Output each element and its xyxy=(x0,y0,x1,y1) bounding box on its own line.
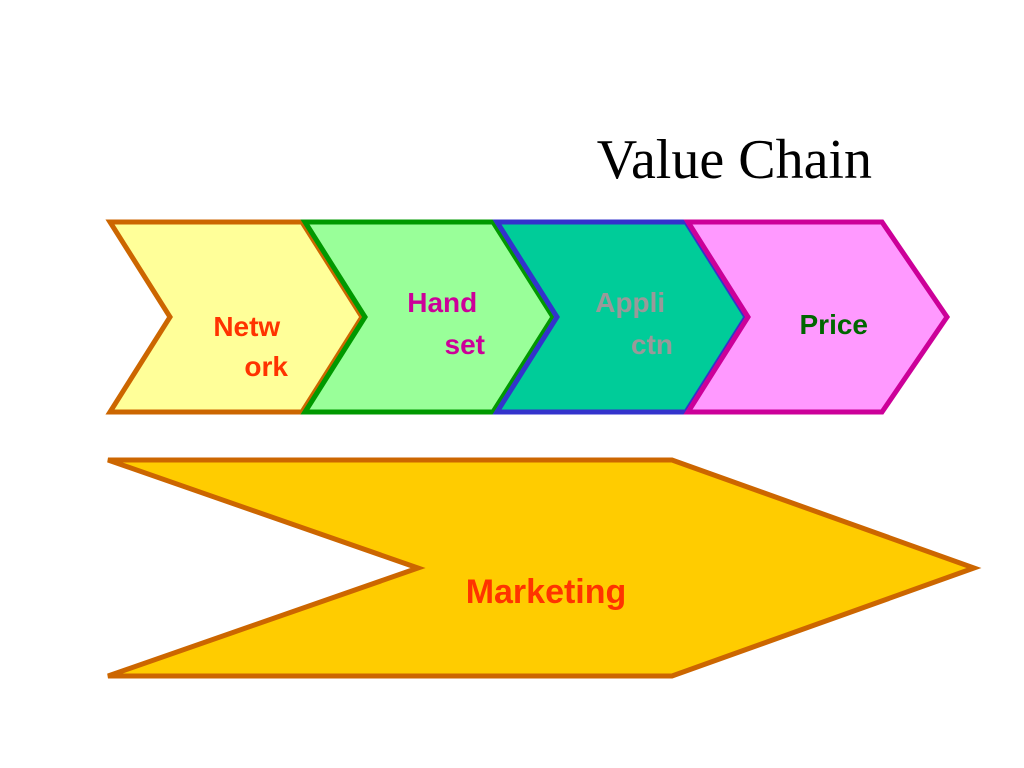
chevron-handset: Hand set xyxy=(300,219,556,415)
marketing-band: Marketing xyxy=(107,457,982,679)
chevron-application: Appli ctn xyxy=(492,219,749,415)
marketing-band-shape xyxy=(107,457,982,679)
chevron-price: Price xyxy=(683,219,951,415)
chevron-network-label-line-2: ork xyxy=(244,351,288,382)
chevron-network-label: Netw ork xyxy=(213,311,288,382)
chevron-handset-label-line-1: Hand xyxy=(407,287,477,318)
chevron-handset-label-line-2: set xyxy=(445,329,485,360)
chevron-network: Netw ork xyxy=(105,219,365,415)
chevron-application-label: Appli ctn xyxy=(595,287,673,360)
slide-title: Value Chain xyxy=(596,129,872,191)
chevron-price-shape xyxy=(683,219,951,415)
chevron-price-label: Price xyxy=(800,309,869,340)
chevron-application-label-line-1: Appli xyxy=(595,287,665,318)
chevron-handset-label: Hand set xyxy=(407,287,485,360)
chevron-network-shape xyxy=(105,219,365,415)
chevron-handset-shape xyxy=(300,219,556,415)
marketing-band-label: Marketing xyxy=(466,573,627,611)
chevron-application-label-line-2: ctn xyxy=(631,329,673,360)
chevron-price-label-line-1: Price xyxy=(800,309,869,340)
chevron-network-label-line-1: Netw xyxy=(213,311,280,342)
